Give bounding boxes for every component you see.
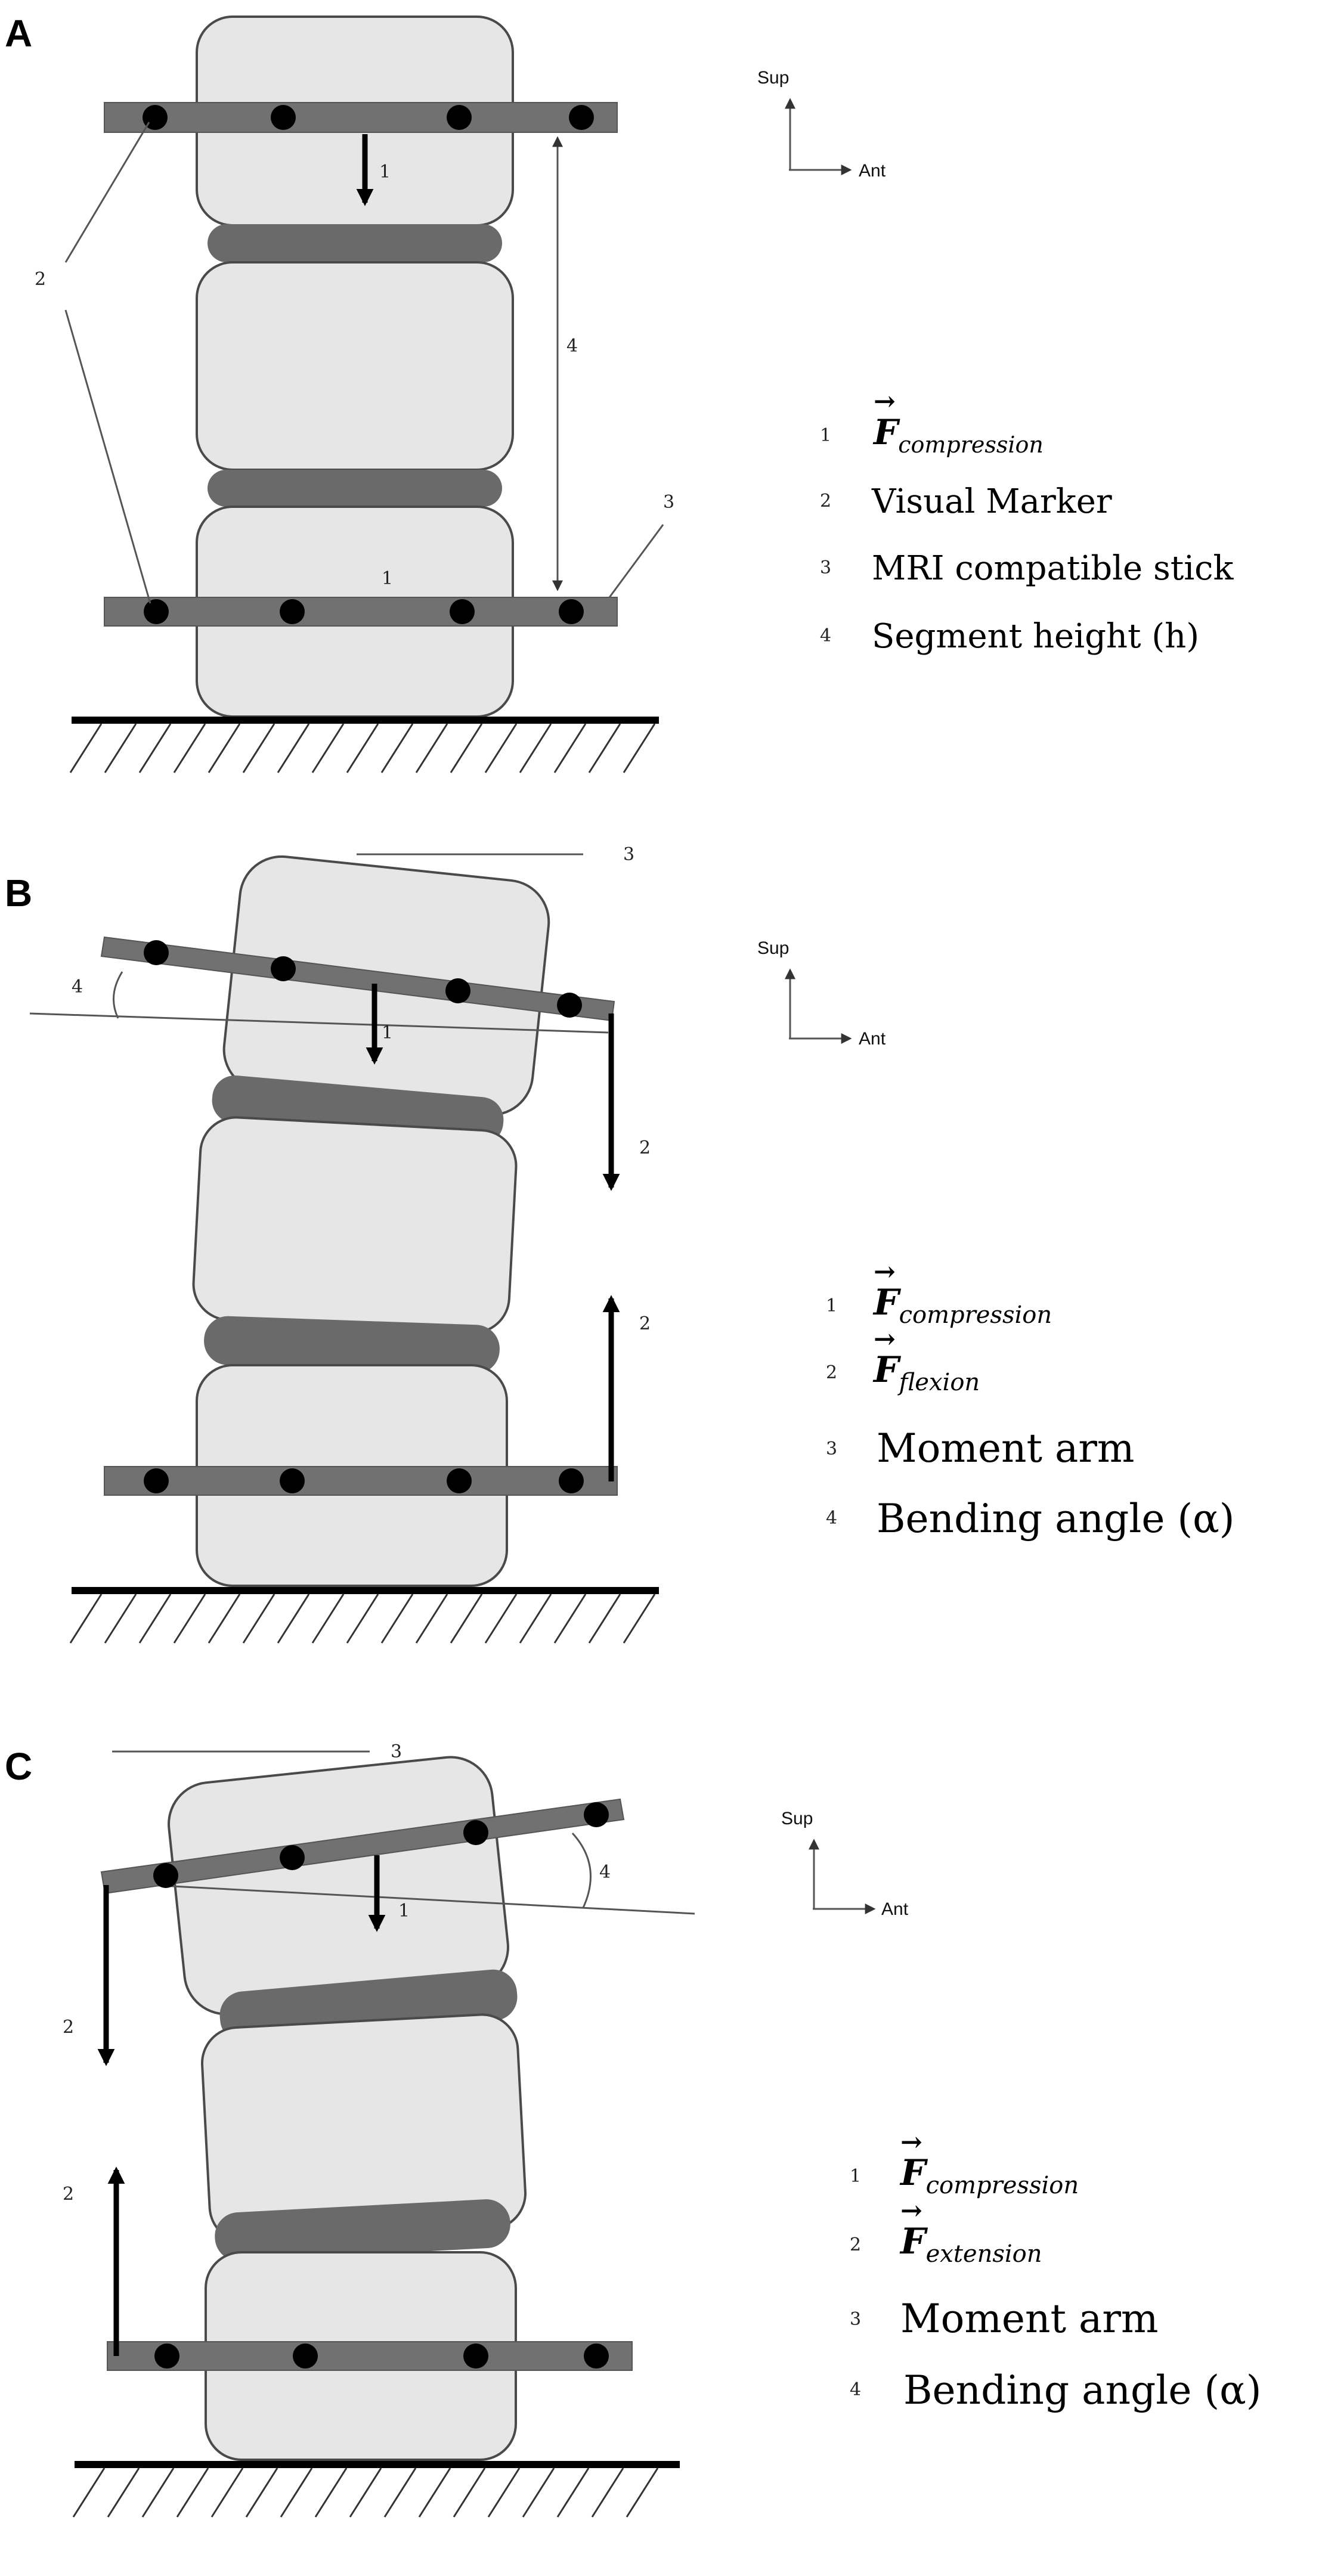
disc-lower-c — [215, 2199, 510, 2261]
axes-c: Sup Ant — [781, 1809, 909, 1919]
legend-a-segment-height: Segment height (h) — [872, 617, 1199, 656]
ground-hatch-b — [69, 1594, 656, 1644]
visual-markers-top-c — [153, 1802, 609, 1888]
legend-b-num-2: 2 — [826, 1362, 837, 1383]
visual-markers-bottom — [144, 599, 584, 624]
svg-text:→: → — [900, 2127, 922, 2157]
legend-b-num-4: 4 — [826, 1508, 837, 1529]
label-flex-down: 2 — [639, 1137, 651, 1158]
vertebra-middle — [196, 261, 514, 471]
reference-line-b — [29, 1012, 609, 1034]
legend-c-num-3: 3 — [850, 2309, 861, 2330]
disc-lower-b — [204, 1316, 500, 1374]
label-ext-up: 2 — [63, 2184, 74, 2205]
panel-b: B 3 4 1 2 2 — [5, 844, 1234, 1644]
svg-text:→: → — [874, 386, 896, 417]
legend-a-num-1: 1 — [820, 425, 831, 446]
angle-arc-b — [112, 971, 123, 1019]
leader-marker-bottom — [64, 309, 151, 604]
label-angle-b: 4 — [72, 977, 83, 997]
legend-c-num-2: 2 — [850, 2234, 861, 2255]
panel-c: C 3 4 1 2 2 — [5, 1741, 1261, 2518]
label-marker: 2 — [35, 269, 46, 290]
label-force-b: 1 — [382, 1022, 393, 1043]
axes-a: Sup Ant — [757, 68, 886, 181]
legend-a: 1 Fcompression → 2 Visual Marker 3 MRI c… — [820, 386, 1234, 656]
legend-c-bending-angle: Bending angle (α) — [903, 2367, 1261, 2413]
legend-b: 1 Fcompression → 2 Fflexion → 3 Moment a… — [826, 1257, 1234, 1542]
svg-text:→: → — [874, 1257, 896, 1287]
stick-bottom-b — [104, 1466, 618, 1496]
reference-line-c — [104, 1881, 695, 1915]
legend-b-num-1: 1 — [826, 1295, 837, 1316]
legend-b-f-flexion: Fflexion — [872, 1349, 980, 1396]
panel-letter-a: A — [5, 12, 32, 55]
label-arm-c: 3 — [391, 1741, 402, 1762]
label-force: 1 — [379, 162, 391, 182]
legend-a-mri-stick: MRI compatible stick — [872, 549, 1234, 588]
angle-arc-c — [571, 1832, 592, 1908]
stick-bottom — [104, 597, 618, 627]
label-angle-c: 4 — [599, 1862, 611, 1883]
visual-markers-bottom-b — [144, 1468, 584, 1493]
label-force-c: 1 — [398, 1901, 410, 1921]
axis-ant-b: Ant — [859, 1029, 886, 1049]
legend-c-f-compression: Fcompression — [899, 2152, 1079, 2199]
legend-b-moment-arm: Moment arm — [877, 1425, 1134, 1471]
legend-b-num-3: 3 — [826, 1439, 837, 1459]
label-bottom-force: 1 — [382, 568, 393, 589]
legend-b-f-compression: Fcompression — [872, 1282, 1052, 1329]
panel-letter-c: C — [5, 1745, 32, 1788]
legend-c-num-4: 4 — [850, 2379, 861, 2400]
disc-lower — [208, 470, 502, 507]
ground-hatch-c — [72, 2467, 659, 2518]
svg-text:→: → — [874, 1324, 896, 1354]
legend-a-num-2: 2 — [820, 491, 831, 512]
panel-letter-b: B — [5, 872, 32, 915]
legend-a-f-compression: Fcompression — [872, 412, 1044, 458]
axes-b: Sup Ant — [757, 938, 886, 1049]
panel-a: A 1 1 4 2 3 — [5, 12, 1234, 773]
stick-top — [104, 102, 618, 133]
legend-a-num-4: 4 — [820, 625, 831, 646]
visual-markers-top — [143, 105, 594, 130]
label-flex-up: 2 — [639, 1313, 651, 1334]
axis-sup-b: Sup — [757, 938, 789, 958]
legend-c-moment-arm: Moment arm — [900, 2296, 1158, 2342]
stick-bottom-c — [107, 2341, 633, 2371]
label-arm-b: 3 — [623, 844, 634, 865]
axis-ant-c: Ant — [881, 1899, 909, 1919]
legend-c-num-1: 1 — [850, 2166, 861, 2187]
label-height: 4 — [566, 336, 578, 357]
label-ext-down: 2 — [63, 2017, 74, 2038]
visual-markers-bottom-c — [154, 2343, 609, 2369]
legend-a-visual-marker: Visual Marker — [871, 482, 1112, 521]
leader-stick — [608, 524, 664, 598]
axis-ant-a: Ant — [859, 161, 886, 181]
legend-a-num-3: 3 — [820, 557, 831, 578]
leader-marker-top — [64, 122, 150, 263]
svg-text:→: → — [900, 2196, 922, 2226]
axis-sup-c: Sup — [781, 1809, 813, 1828]
legend-c-f-extension: Fextension — [899, 2221, 1042, 2268]
legend-c: 1 Fcompression → 2 Fextension → 3 Moment… — [850, 2127, 1261, 2413]
disc-upper — [208, 224, 502, 262]
ground-hatch-a — [69, 723, 656, 773]
visual-markers-top-b — [144, 940, 582, 1018]
vertebra-middle-b — [192, 1116, 518, 1334]
axis-sup-a: Sup — [757, 68, 789, 88]
legend-b-bending-angle: Bending angle (α) — [877, 1496, 1234, 1542]
label-stick: 3 — [663, 492, 674, 513]
